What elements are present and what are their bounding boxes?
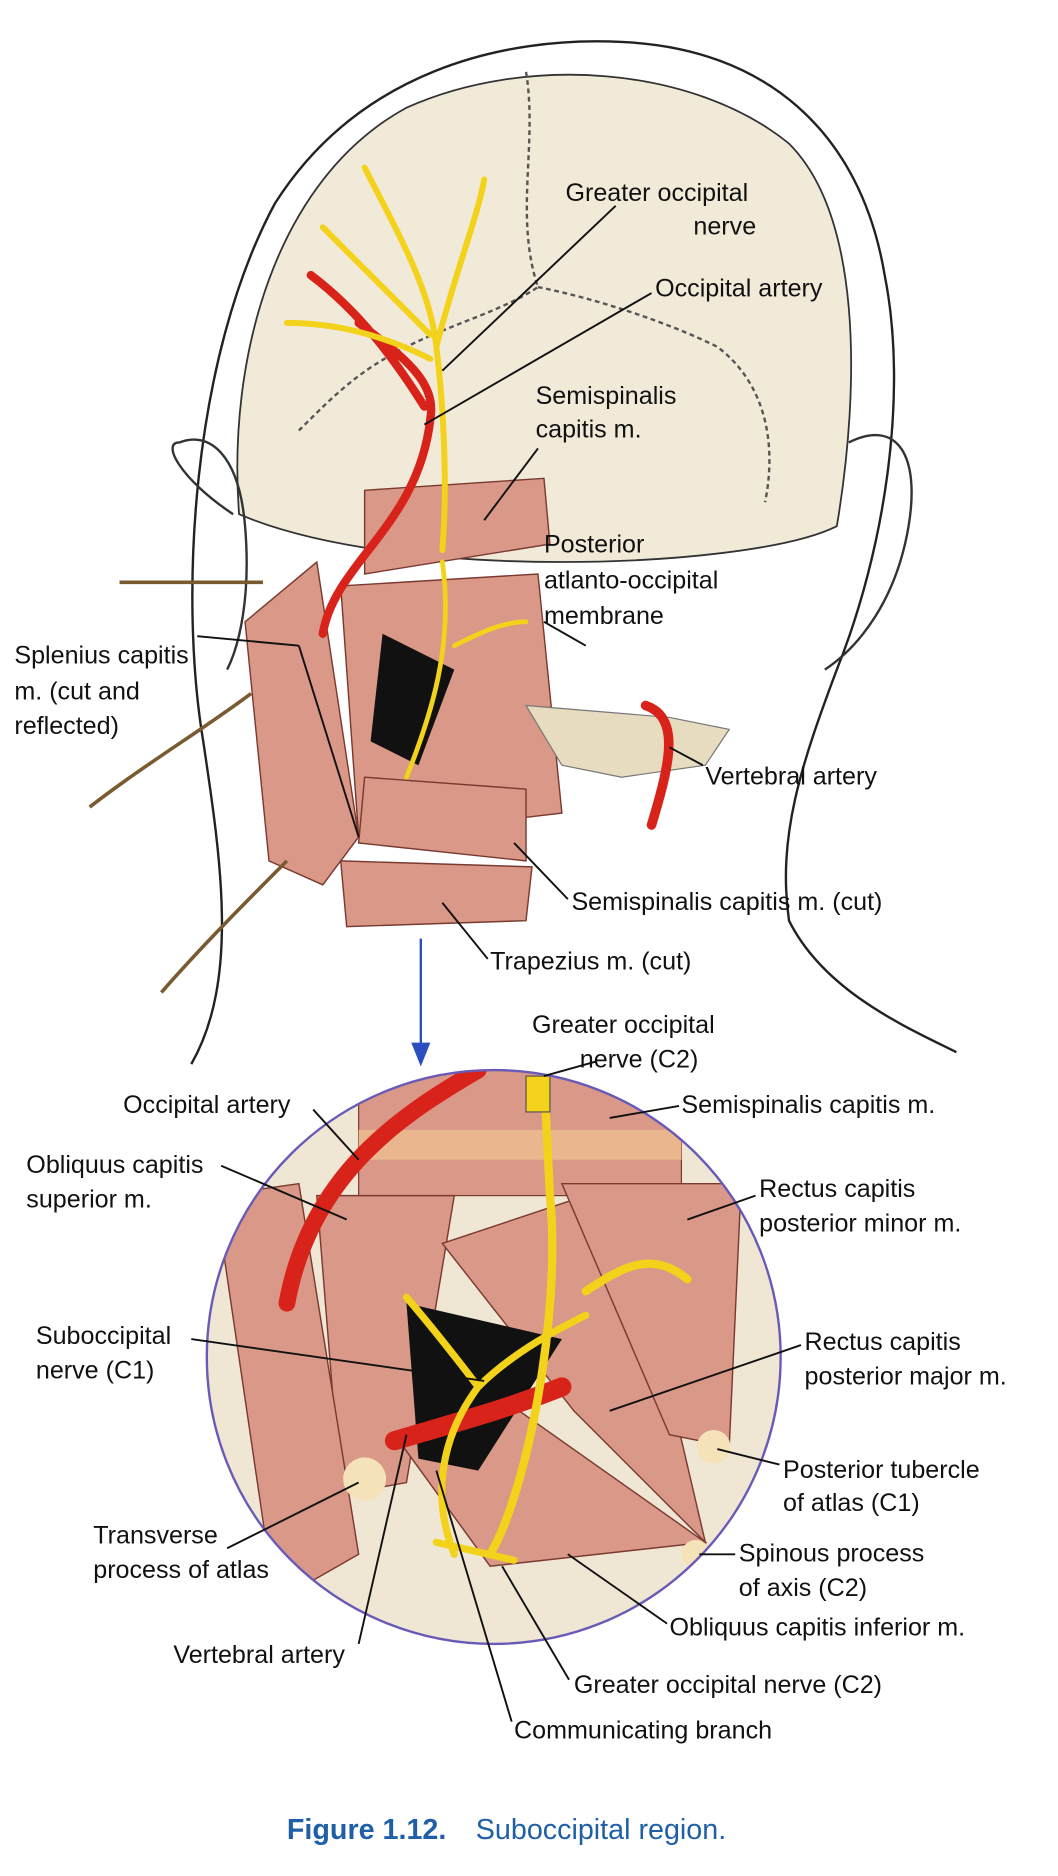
label-posterior-tubercle-1: Posterior tubercle — [783, 1456, 980, 1484]
label-rectus-minor-2: posterior minor m. — [759, 1209, 961, 1237]
label-splenius-3: reflected) — [14, 712, 119, 740]
suboccipital-muscles — [339, 573, 563, 838]
semispinalis-cut-upper — [363, 477, 551, 575]
label-posterior-1: Posterior — [544, 530, 644, 558]
leader-lines — [191, 205, 802, 1722]
greater-occipital-nerve-top — [283, 164, 488, 554]
label-splenius-2: m. (cut and — [14, 678, 140, 706]
skull-suture — [298, 71, 771, 503]
label-semispinalis-2: capitis m. — [536, 416, 642, 444]
label-gon-c2-top-2: nerve (C2) — [580, 1046, 699, 1074]
inset-magnified-view — [205, 1068, 782, 1646]
suboccipital-nerve-top — [404, 559, 529, 780]
label-gon-c2-top-1: Greater occipital — [532, 1011, 715, 1039]
cut-nerve-left — [88, 580, 289, 994]
splenius-capitis-reflected — [244, 560, 360, 886]
semispinalis-cut-lower — [357, 776, 527, 862]
suboccipital-nerve-inset — [402, 1293, 590, 1564]
down-arrow — [411, 938, 431, 1067]
label-trapezius-cut: Trapezius m. (cut) — [490, 948, 691, 976]
figure-caption: Figure 1.12. Suboccipital region. — [287, 1814, 726, 1846]
label-greater-occipital-nerve-1: Greater occipital — [565, 179, 748, 207]
head-illustration — [88, 40, 957, 1065]
ear-left — [171, 438, 248, 671]
label-occipital-artery-inset: Occipital artery — [123, 1091, 291, 1119]
label-obliquus-superior-2: superior m. — [26, 1186, 152, 1214]
label-transverse-process-2: process of atlas — [93, 1556, 269, 1584]
label-vertebral-artery-top: Vertebral artery — [705, 762, 877, 790]
label-splenius-1: Splenius capitis — [14, 642, 188, 670]
occipital-artery-inset — [278, 1070, 487, 1312]
greater-occipital-nerve-inset — [485, 1071, 692, 1559]
label-posterior-tubercle-2: of atlas (C1) — [783, 1489, 920, 1517]
label-spinous-process-1: Spinous process — [739, 1539, 925, 1567]
label-rectus-minor-1: Rectus capitis — [759, 1175, 915, 1203]
vertebral-artery-top — [640, 700, 674, 830]
label-suboccipital-nerve-2: nerve (C1) — [36, 1357, 155, 1385]
label-semispinalis-1: Semispinalis — [536, 382, 677, 410]
caption-text: Suboccipital region. — [476, 1814, 726, 1846]
label-posterior-2: atlanto-occipital — [544, 566, 718, 594]
label-suboccipital-nerve-1: Suboccipital — [36, 1322, 171, 1350]
label-obliquus-superior-1: Obliquus capitis — [26, 1151, 203, 1179]
label-rectus-major-1: Rectus capitis — [805, 1328, 961, 1356]
suboccipital-triangle — [370, 633, 455, 766]
label-gon-c2: Greater occipital nerve (C2) — [574, 1671, 882, 1699]
label-semispinalis-cut: Semispinalis capitis m. (cut) — [571, 888, 882, 916]
label-semispinalis-inset: Semispinalis capitis m. — [681, 1091, 935, 1119]
trapezius-cut — [339, 860, 533, 928]
vertebra — [524, 704, 731, 778]
top-labels: Greater occipital nerve Occipital artery… — [14, 179, 882, 976]
label-greater-occipital-nerve-2: nerve — [693, 212, 756, 240]
label-spinous-process-2: of axis (C2) — [739, 1574, 867, 1602]
caption-number: Figure 1.12. — [287, 1814, 446, 1846]
label-occipital-artery: Occipital artery — [655, 275, 823, 303]
inset-labels: Greater occipital nerve (C2) Semispinali… — [26, 1011, 1006, 1744]
ear-right — [824, 433, 913, 671]
label-obliquus-inferior: Obliquus capitis inferior m. — [669, 1614, 965, 1642]
label-rectus-major-2: posterior major m. — [805, 1363, 1007, 1391]
head-outline — [190, 40, 957, 1065]
label-vertebral-artery-inset: Vertebral artery — [173, 1641, 345, 1669]
label-communicating-branch: Communicating branch — [514, 1716, 772, 1744]
label-posterior-3: membrane — [544, 602, 664, 630]
skull — [236, 73, 853, 563]
label-transverse-process-1: Transverse — [93, 1522, 218, 1550]
